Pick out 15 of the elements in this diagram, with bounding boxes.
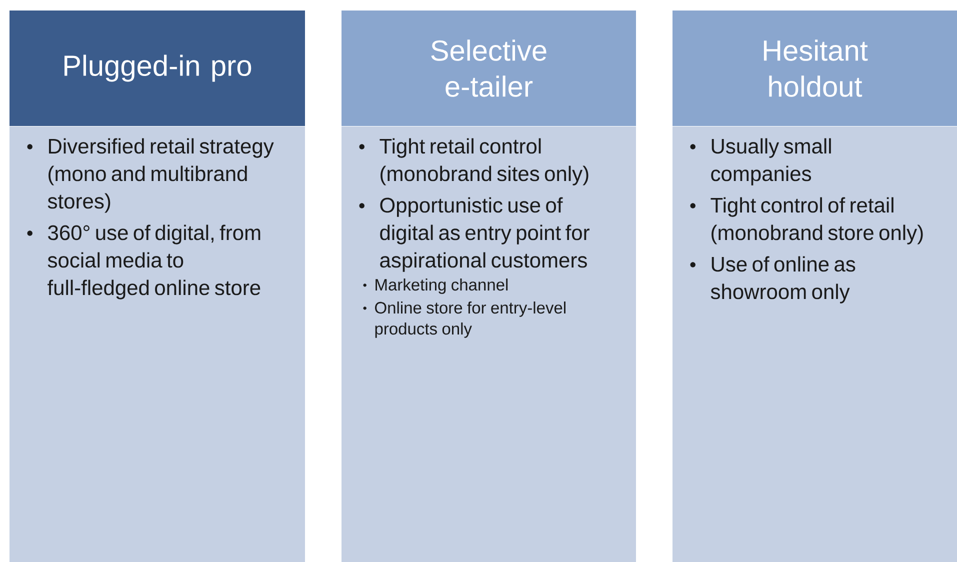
header-box: Plugged-in pro: [9, 10, 306, 126]
bullet-item: Tight control of retail (monobrand store only): [690, 197, 923, 244]
card: [341, 126, 636, 562]
bullet-item: 360° use of digital, from social media to full-fledged online store: [27, 224, 260, 300]
header-box: Selective e-tailer: [341, 10, 636, 126]
bullet-item: Use of online as showroom only: [690, 256, 856, 304]
bullet-item: Usually small companies: [690, 138, 831, 186]
bullet-item: Marketing channel: [363, 278, 508, 294]
card: [672, 126, 957, 562]
bullet-item: Tight retail control (monobrand sites only): [359, 138, 588, 186]
bullet-item: Online store for entry-level products only: [363, 302, 566, 338]
header-box: Hesitant holdout: [672, 10, 957, 126]
bullet-item: Opportunistic use of digital as entry point for aspirational customers: [359, 197, 590, 272]
bullet-item: Diversified retail strategy (mono and multibrand stores): [27, 138, 274, 213]
card: [9, 126, 306, 562]
